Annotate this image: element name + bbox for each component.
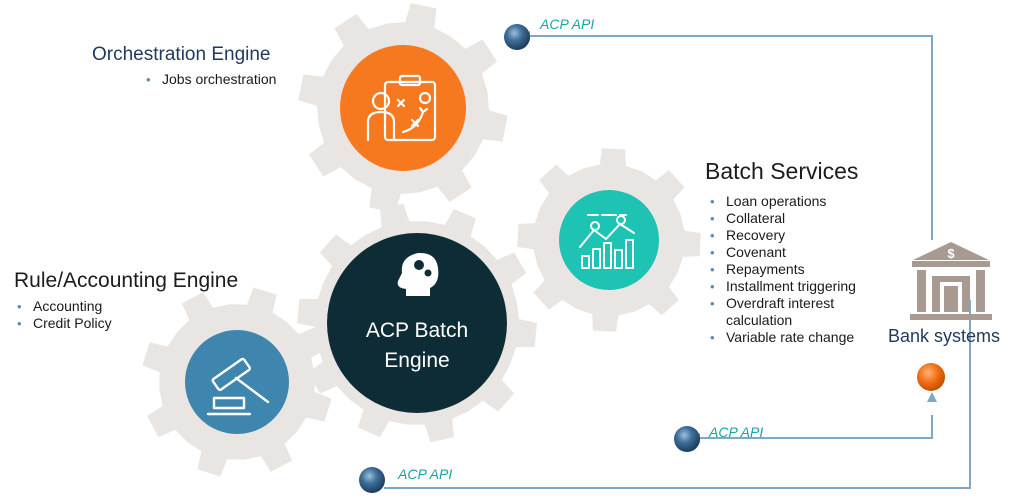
connector-top	[528, 35, 933, 240]
orchestration-title: Orchestration Engine	[92, 44, 271, 65]
orchestration-circle	[340, 45, 466, 171]
list-item: Repayments	[708, 261, 856, 278]
gavel-icon	[206, 357, 270, 416]
center-label-line1: ACP Batch	[365, 319, 469, 342]
rule-engine-list: Accounting Credit Policy	[15, 298, 112, 332]
list-item: Variable rate change	[708, 329, 856, 346]
strategy-board-icon	[366, 74, 437, 142]
api-node-bottom	[359, 467, 385, 493]
api-node-middle	[674, 426, 700, 452]
connector-lines	[384, 35, 971, 489]
rule-engine-circle	[185, 330, 289, 434]
batch-services-list: Loan operations Collateral Recovery Cove…	[708, 193, 856, 346]
bank-systems-label: Bank systems	[888, 326, 1001, 346]
api-label-middle: ACP API	[709, 424, 764, 440]
list-item: Covenant	[708, 244, 856, 261]
api-label-top: ACP API	[540, 16, 595, 32]
connector-middle	[700, 415, 933, 439]
list-item: Installment triggering	[708, 278, 856, 295]
orchestration-list: Jobs orchestration	[144, 71, 276, 88]
connector-bottom	[384, 300, 971, 489]
list-item: Overdraft interest	[708, 295, 856, 312]
list-item: Credit Policy	[15, 315, 112, 332]
list-item-continuation: calculation	[726, 312, 793, 328]
growth-chart-icon	[579, 214, 635, 269]
svg-text:$: $	[947, 246, 955, 261]
list-item: Jobs orchestration	[144, 71, 276, 88]
list-item: Recovery	[708, 227, 856, 244]
brain-head-icon	[397, 252, 439, 296]
bank-building-icon: $	[910, 242, 992, 320]
center-engine-label: ACP Batch Engine	[327, 316, 507, 376]
list-item: Accounting	[15, 298, 112, 315]
center-engine-circle	[327, 233, 507, 413]
api-label-bottom: ACP API	[398, 466, 453, 482]
bank-connector-node	[917, 363, 945, 391]
batch-services-title: Batch Services	[705, 158, 859, 184]
center-label-line2: Engine	[384, 349, 450, 372]
arrow-middle	[927, 392, 937, 402]
list-item: Loan operations	[708, 193, 856, 210]
rule-engine-title: Rule/Accounting Engine	[14, 269, 239, 292]
batch-services-circle	[559, 190, 659, 290]
list-item: Collateral	[708, 210, 856, 227]
api-node-top	[504, 24, 530, 50]
